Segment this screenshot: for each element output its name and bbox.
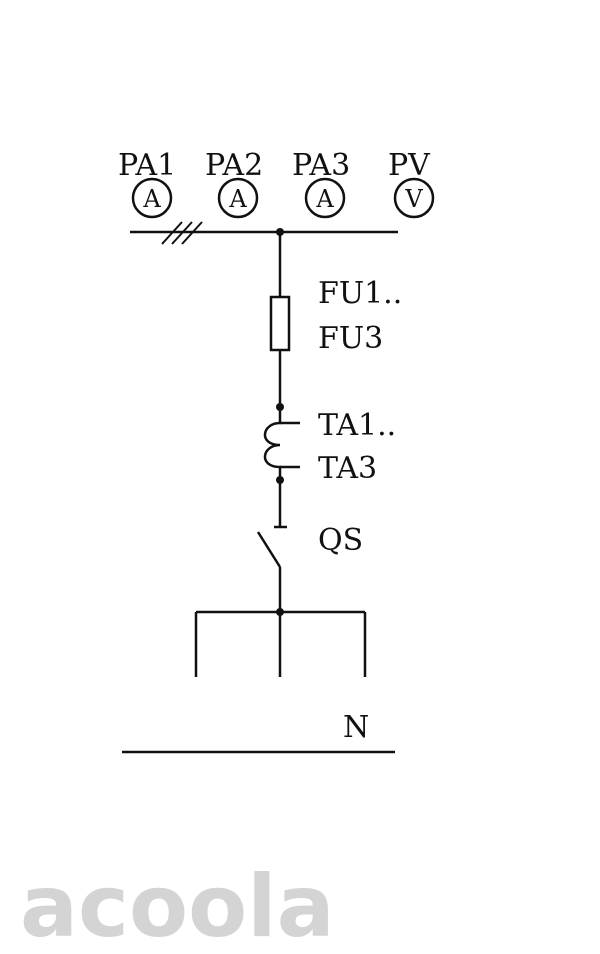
fuse-label-first: FU1..: [318, 276, 402, 311]
meter-label-pa3: PA3: [292, 148, 350, 183]
ammeter-pa3: A: [304, 177, 346, 219]
three-phase-marks: [161, 221, 203, 245]
meter-label-pa1: PA1: [118, 148, 176, 183]
disconnector-blade: [256, 531, 282, 568]
meter-label-pa2: PA2: [205, 148, 263, 183]
ct-label-last: TA3: [318, 451, 377, 486]
ammeter-symbol: A: [228, 185, 247, 213]
ammeter-symbol: A: [142, 185, 161, 213]
voltmeter-pv: V: [393, 177, 435, 219]
disconnector-label: QS: [318, 523, 363, 558]
voltmeter-symbol: V: [404, 185, 423, 213]
fuse-symbol: [269, 295, 291, 352]
neutral-label: N: [343, 710, 369, 745]
ammeter-pa2: A: [217, 177, 259, 219]
fuse-label-last: FU3: [318, 321, 383, 356]
ct-label-first: TA1..: [318, 408, 396, 443]
ammeter-pa1: A: [131, 177, 173, 219]
meter-label-pv: PV: [388, 148, 431, 183]
watermark-logo: acoola: [20, 857, 335, 954]
current-transformer-symbol: [263, 407, 300, 480]
ammeter-symbol: A: [315, 185, 334, 213]
